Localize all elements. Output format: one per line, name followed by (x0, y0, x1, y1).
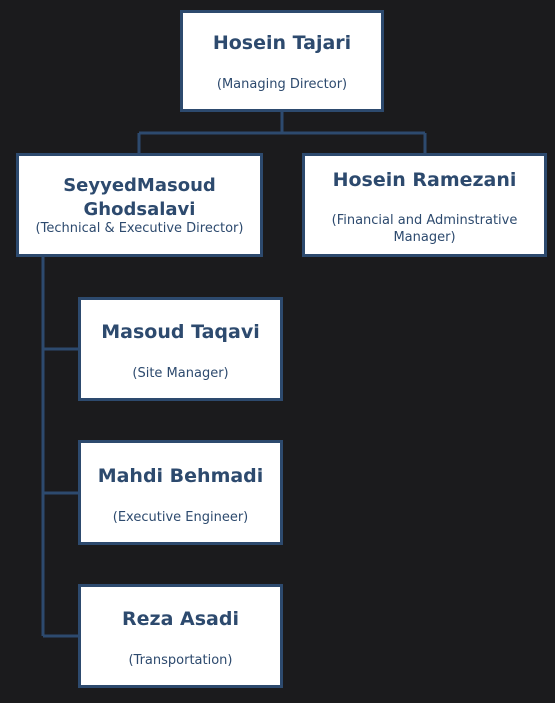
node-executive-engineer: Mahdi Behmadi (Executive Engineer) (78, 440, 283, 545)
node-name: Hosein Tajari (212, 32, 352, 54)
node-role: (Executive Engineer) (112, 510, 249, 525)
node-name: Reza Asadi (122, 608, 239, 630)
node-name: Masoud Taqavi (101, 321, 260, 343)
node-name: Mahdi Behmadi (97, 465, 264, 487)
node-role: (Managing Director) (216, 77, 348, 92)
node-site-manager: Masoud Taqavi (Site Manager) (78, 297, 283, 401)
node-financial-manager: Hosein Ramezani (Financial and Adminstra… (302, 153, 547, 257)
node-name: SeyyedMasoud Ghodsalavi (63, 175, 216, 220)
node-technical-director: SeyyedMasoud Ghodsalavi (Technical & Exe… (16, 153, 263, 257)
node-role: (Technical & Executive Director) (35, 221, 244, 236)
node-role: (Site Manager) (132, 366, 229, 381)
node-role: (Transportation) (128, 653, 233, 668)
node-role: (Financial and Adminstrative Manager) (331, 213, 518, 245)
node-name: Hosein Ramezani (332, 169, 517, 191)
node-managing-director: Hosein Tajari (Managing Director) (180, 10, 384, 112)
node-transportation: Reza Asadi (Transportation) (78, 584, 283, 688)
